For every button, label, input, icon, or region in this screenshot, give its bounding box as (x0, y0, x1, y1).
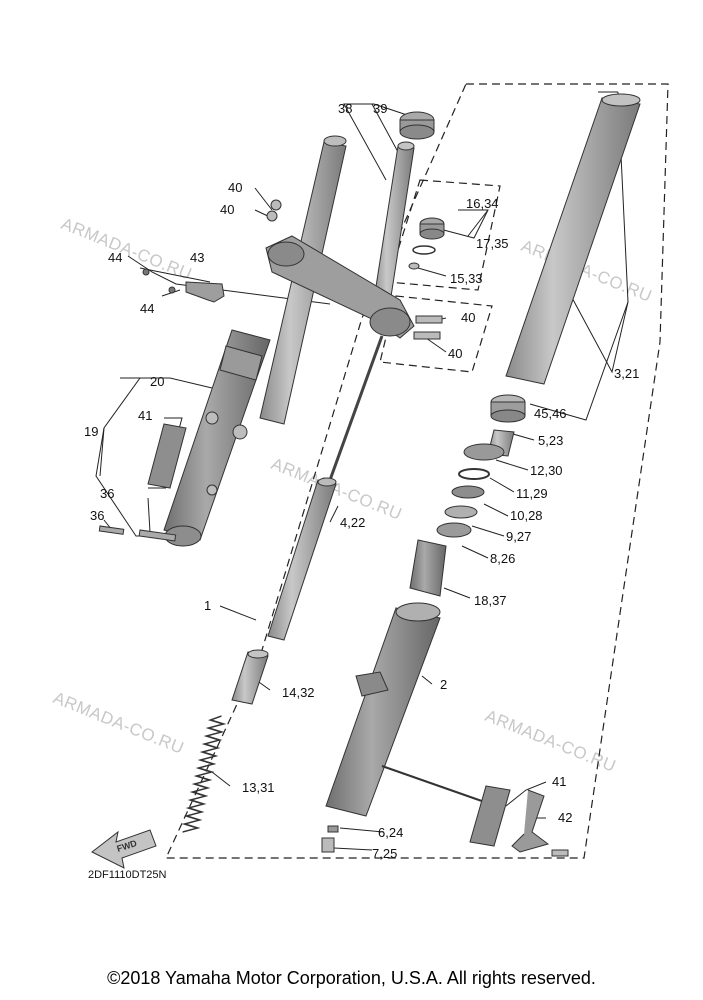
brake-hose-holder (185, 281, 225, 303)
callout-3-21: 3,21 (614, 366, 639, 381)
callout-36-b: 36 (90, 508, 104, 523)
damper-rod (267, 479, 337, 641)
callout-41-b: 41 (552, 774, 566, 789)
fork-spring (181, 715, 227, 833)
callout-39: 39 (373, 101, 387, 116)
callout-16-34: 16,34 (466, 196, 499, 211)
leader-lines (95, 91, 629, 851)
callout-20: 20 (150, 374, 164, 389)
callout-4-22: 4,22 (340, 515, 365, 530)
fwd-arrow-icon: FWD (91, 829, 157, 869)
callout-5-23: 5,23 (538, 433, 563, 448)
callout-38: 38 (338, 101, 352, 116)
callout-36-a: 36 (100, 486, 114, 501)
callout-44-b: 44 (140, 301, 154, 316)
fork-assembly-outline (165, 83, 669, 859)
callout-40-c: 40 (461, 310, 475, 325)
callout-2: 2 (440, 677, 447, 692)
callout-11-29: 11,29 (516, 486, 548, 501)
right-fork-assembly (321, 93, 641, 857)
watermark-4: ARMADA-CO.RU (51, 688, 187, 758)
callout-19: 19 (84, 424, 98, 439)
damper-assembly (181, 335, 384, 833)
callout-40-a: 40 (228, 180, 242, 195)
callout-6-24: 6,24 (378, 825, 403, 840)
spring-seat (409, 539, 447, 597)
callout-41-a: 41 (138, 408, 152, 423)
watermark-1: ARMADA-CO.RU (59, 214, 195, 284)
callout-9-27: 9,27 (506, 529, 531, 544)
callout-17-35: 17,35 (476, 236, 509, 251)
left-fork-assembly (98, 135, 443, 547)
callout-40-d: 40 (448, 346, 462, 361)
callout-15-33: 15,33 (450, 271, 483, 286)
copyright-notice: ©2018 Yamaha Motor Corporation, U.S.A. A… (107, 968, 596, 988)
callout-14-32: 14,32 (282, 685, 315, 700)
callout-12-30: 12,30 (530, 463, 563, 478)
right-outer-tube (325, 607, 441, 817)
reflector-right (469, 785, 511, 847)
diagram-code: 2DF1110DT25N (88, 869, 167, 881)
callout-42: 42 (558, 810, 572, 825)
callout-18-37: 18,37 (474, 593, 507, 608)
callout-43: 43 (190, 250, 204, 265)
reflector-left (147, 423, 187, 489)
upper-cap-outline (379, 295, 493, 373)
reflector-bracket (511, 789, 550, 853)
callout-13-31: 13,31 (242, 780, 275, 795)
cap-components (399, 111, 445, 270)
callout-10-28: 10,28 (510, 508, 543, 523)
callout-44-a: 44 (108, 250, 122, 265)
callout-8-26: 8,26 (490, 551, 515, 566)
spacer-pipe (231, 651, 269, 705)
callout-40-b: 40 (220, 202, 234, 217)
callout-45-46: 45,46 (534, 406, 567, 421)
callout-1: 1 (204, 598, 211, 613)
callout-7-25: 7,25 (372, 846, 397, 861)
callout-labels: 38 39 40 40 16,34 17,35 15,33 44 43 44 4… (84, 101, 639, 861)
